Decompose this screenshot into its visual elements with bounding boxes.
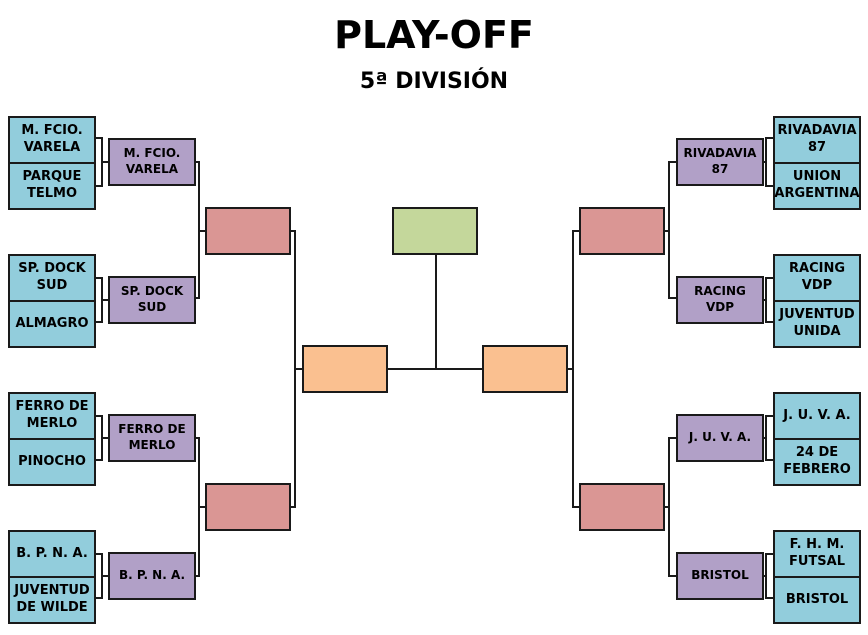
right-r1-team-2: UNION ARGENTINA xyxy=(773,162,861,210)
connector-line xyxy=(95,277,108,323)
left-r1-team-1: M. FCIO. VARELA xyxy=(8,116,96,164)
left-r2-team-3: FERRO DE MERLO xyxy=(108,414,196,462)
connector-line xyxy=(196,437,205,577)
right-r1-team-8: BRISTOL xyxy=(773,576,861,624)
right-r1-team-5: J. U. V. A. xyxy=(773,392,861,440)
left-r4-slot xyxy=(302,345,388,393)
connector-line xyxy=(95,137,108,187)
right-r4-slot xyxy=(482,345,568,393)
right-r3-slot-2 xyxy=(579,483,665,531)
left-r1-team-5: FERRO DE MERLO xyxy=(8,392,96,440)
left-r2-team-4: B. P. N. A. xyxy=(108,552,196,600)
right-r1-team-6: 24 DE FEBRERO xyxy=(773,438,861,486)
right-r2-team-2: RACING VDP xyxy=(676,276,764,324)
right-r2-team-1: RIVADAVIA 87 xyxy=(676,138,764,186)
right-r1-team-1: RIVADAVIA 87 xyxy=(773,116,861,164)
division-subtitle: 5ª DIVISIÓN xyxy=(359,69,509,94)
right-r2-team-4: BRISTOL xyxy=(676,552,764,600)
left-r1-team-3: SP. DOCK SUD xyxy=(8,254,96,302)
right-r1-team-4: JUVENTUD UNIDA xyxy=(773,300,861,348)
right-r1-team-7: F. H. M. FUTSAL xyxy=(773,530,861,578)
right-r3-slot-1 xyxy=(579,207,665,255)
right-r1-team-3: RACING VDP xyxy=(773,254,861,302)
left-r3-slot-1 xyxy=(205,207,291,255)
left-r1-team-2: PARQUE TELMO xyxy=(8,162,96,210)
connector-line xyxy=(386,255,482,370)
connector-line xyxy=(289,230,302,508)
left-r1-team-4: ALMAGRO xyxy=(8,300,96,348)
left-r1-team-6: PINOCHO xyxy=(8,438,96,486)
page-title: PLAY-OFF xyxy=(334,13,534,57)
right-r2-team-3: J. U. V. A. xyxy=(676,414,764,462)
left-r3-slot-2 xyxy=(205,483,291,531)
left-r1-team-8: JUVENTUD DE WILDE xyxy=(8,576,96,624)
champion-slot xyxy=(392,207,478,255)
left-r1-team-7: B. P. N. A. xyxy=(8,530,96,578)
connector-line xyxy=(196,161,205,299)
left-r2-team-2: SP. DOCK SUD xyxy=(108,276,196,324)
connector-line xyxy=(95,553,108,599)
left-r2-team-1: M. FCIO. VARELA xyxy=(108,138,196,186)
connector-line xyxy=(95,415,108,461)
